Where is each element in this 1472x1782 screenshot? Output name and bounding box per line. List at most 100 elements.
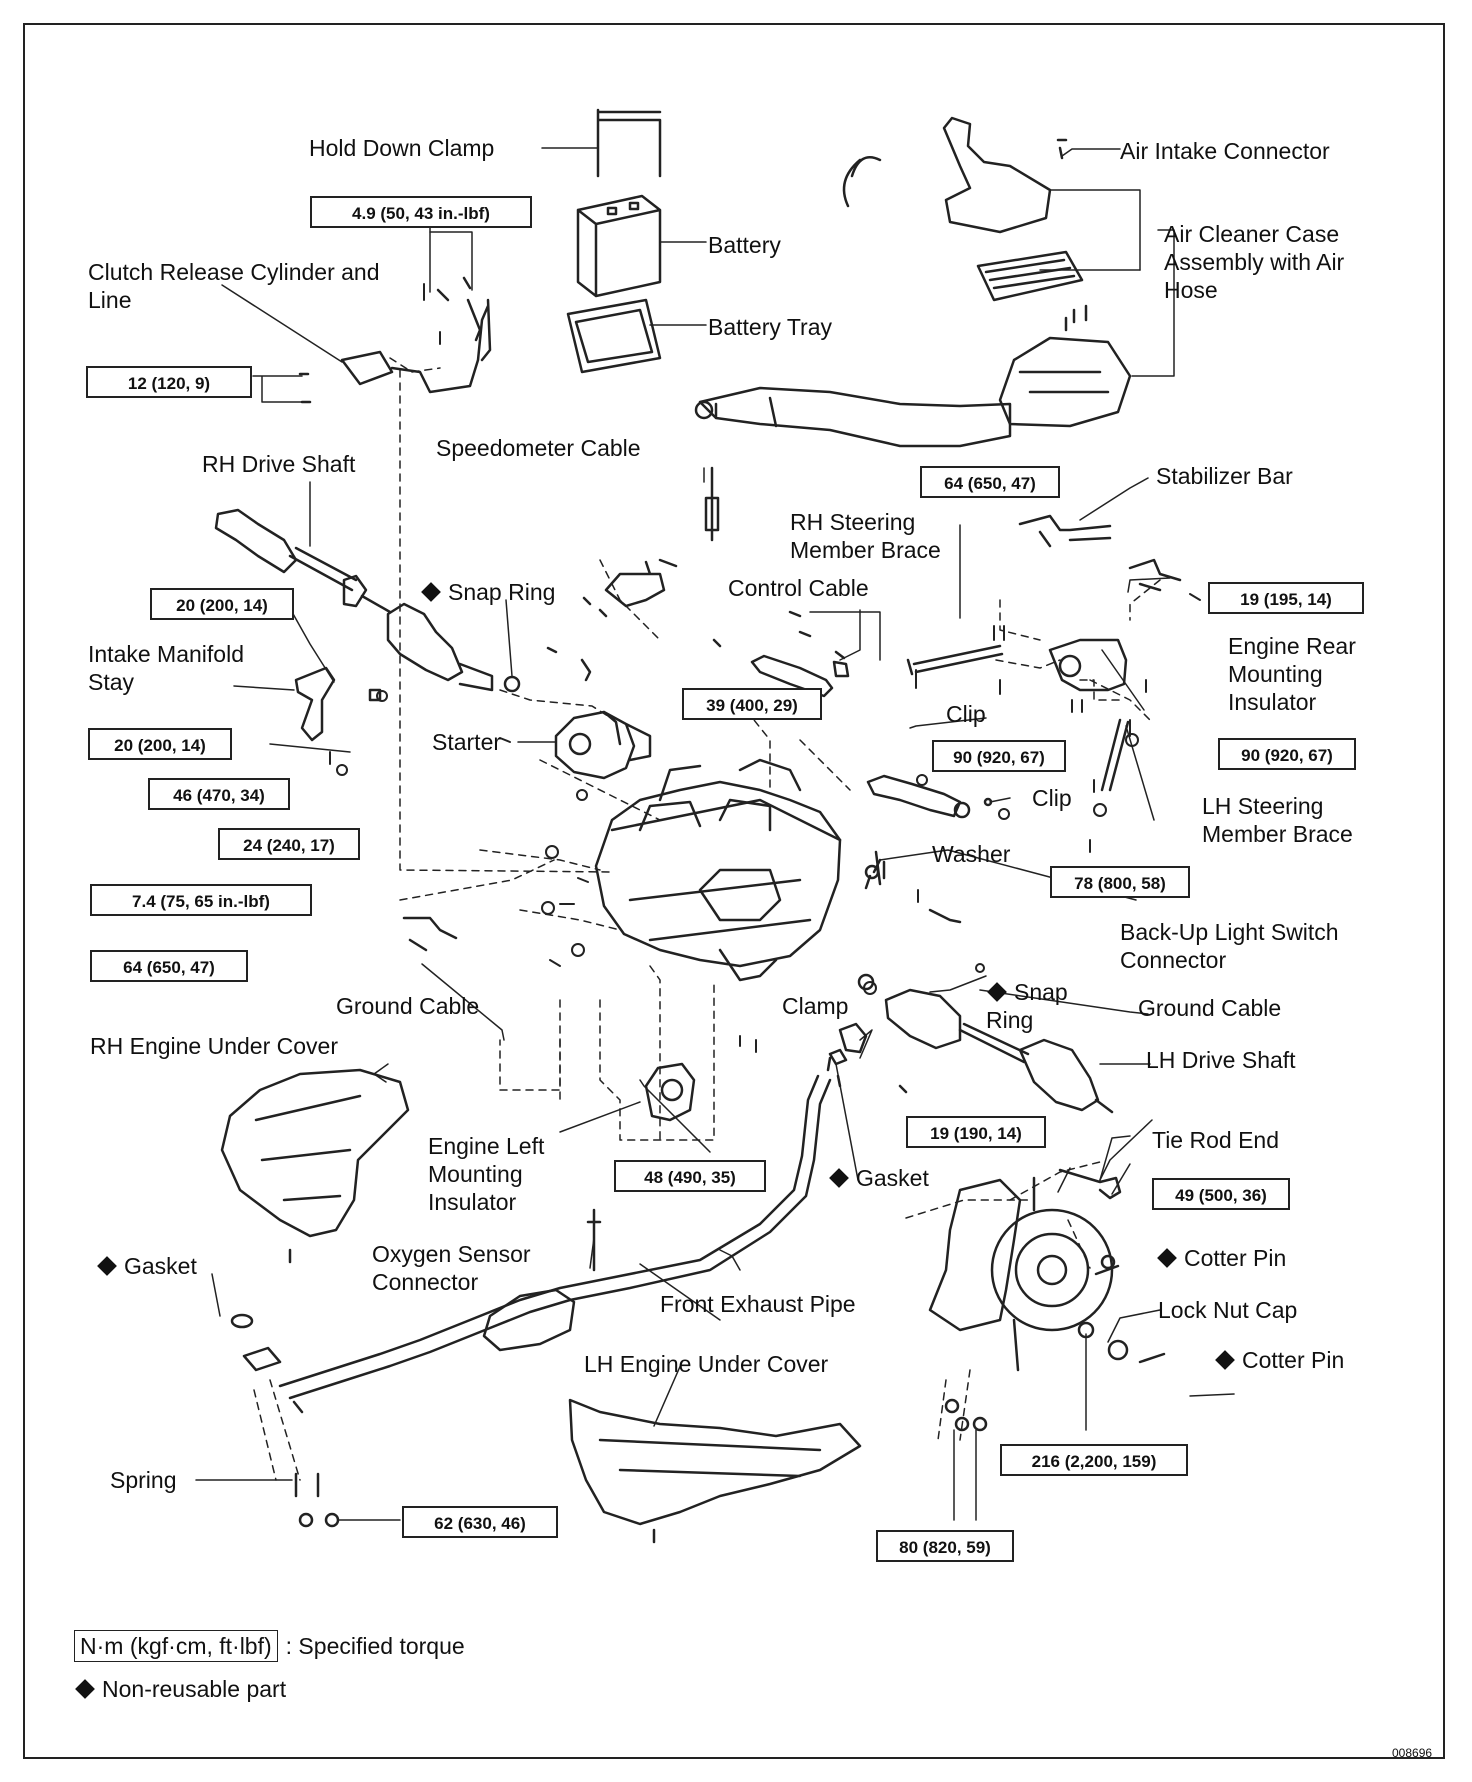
- torque-box-9: 90 (920, 67): [1218, 738, 1356, 770]
- battery-part: [576, 194, 662, 298]
- label-backup-light-switch-connector: Back-Up Light Switch Connector: [1120, 919, 1339, 973]
- torque-box-11: 24 (240, 17): [218, 828, 360, 860]
- engine-left-mounting-insulator-part: [644, 1062, 696, 1122]
- legend-torque-desc: : Specified torque: [285, 1633, 465, 1659]
- torque-box-7: 20 (200, 14): [88, 728, 232, 760]
- gasket-part: [828, 1048, 848, 1066]
- label-lh-steering-member-brace: LH Steering Member Brace: [1202, 793, 1353, 847]
- label-hold-down-clamp: Hold Down Clamp: [309, 135, 495, 161]
- torque-box-8: 90 (920, 67): [932, 740, 1066, 772]
- label-cotter-pin-upper: Cotter Pin: [1156, 1244, 1286, 1272]
- backup-light-switch-part: [874, 850, 886, 886]
- label-lh-drive-shaft: LH Drive Shaft: [1146, 1047, 1296, 1073]
- nonreusable-icon: [987, 982, 1007, 1002]
- speedometer-cable-part: [704, 466, 720, 542]
- torque-box-1: 4.9 (50, 43 in.-lbf): [310, 196, 532, 228]
- nonreusable-icon: [829, 1168, 849, 1188]
- lh-steering-member-brace-part: [1100, 718, 1130, 792]
- nonreusable-icon: [75, 1679, 95, 1699]
- legend-nonreusable: Non-reusable part: [74, 1674, 286, 1704]
- lh-engine-under-cover-part: [568, 1398, 862, 1544]
- tie-rod-end-part: [1058, 1168, 1122, 1200]
- label-intake-manifold-stay: Intake Manifold Stay: [88, 641, 244, 695]
- snap-ring-upper-text: Snap Ring: [448, 579, 556, 605]
- label-speedometer-cable: Speedometer Cable: [436, 435, 641, 461]
- label-engine-rear-mounting-insulator: Engine Rear Mounting Insulator: [1228, 633, 1356, 715]
- label-tie-rod-end: Tie Rod End: [1152, 1127, 1279, 1153]
- leader-lines: [195, 147, 1235, 1521]
- torque-box-20: 80 (820, 59): [876, 1530, 1014, 1562]
- label-gasket-middle: Gasket: [828, 1164, 929, 1192]
- battery-tray-part: [566, 298, 662, 374]
- torque-box-17: 49 (500, 36): [1152, 1178, 1290, 1210]
- torque-box-6: 39 (400, 29): [682, 688, 822, 720]
- intake-manifold-stay-part: [294, 666, 382, 742]
- torque-box-4: 19 (195, 14): [1208, 582, 1364, 614]
- torque-box-3: 64 (650, 47): [920, 466, 1060, 498]
- label-rh-steering-member-brace: RH Steering Member Brace: [790, 509, 941, 563]
- label-spring: Spring: [110, 1467, 177, 1493]
- label-air-cleaner-case: Air Cleaner Case Assembly with Air Hose: [1164, 221, 1345, 303]
- figure-code: 008696: [1392, 1746, 1433, 1760]
- label-snap-ring-upper: Snap Ring: [420, 578, 555, 606]
- nonreusable-icon: [1215, 1350, 1235, 1370]
- label-lh-engine-under-cover: LH Engine Under Cover: [584, 1351, 829, 1377]
- cotter-pin-upper-text: Cotter Pin: [1184, 1245, 1287, 1271]
- legend-torque: N·m (kgf·cm, ft·lbf) : Specified torque: [74, 1630, 465, 1662]
- nonreusable-icon: [97, 1256, 117, 1276]
- label-washer: Washer: [932, 841, 1011, 867]
- front-exhaust-pipe-part: [278, 1056, 842, 1400]
- rh-steering-member-brace-part: [906, 644, 1004, 676]
- air-cleaner-part: [694, 116, 1132, 448]
- steering-knuckle-part: [928, 1176, 1114, 1372]
- label-front-exhaust-pipe: Front Exhaust Pipe: [660, 1291, 856, 1317]
- label-engine-left-mounting-insulator: Engine Left Mounting Insulator: [428, 1133, 545, 1215]
- transaxle-part: [594, 758, 842, 982]
- gasket-left-part: [230, 1313, 254, 1329]
- knuckle-bolt-parts: [944, 1398, 988, 1432]
- nonreusable-icon: [1157, 1248, 1177, 1268]
- snap-ring-lower-text: Snap Ring: [986, 979, 1068, 1033]
- gasket-left-text: Gasket: [124, 1253, 197, 1279]
- torque-box-16: 48 (490, 35): [614, 1160, 766, 1192]
- cotter-pin-parts: [1077, 1254, 1166, 1364]
- bolt-fasteners: [329, 283, 1201, 1053]
- lh-drive-shaft-part: [857, 973, 1114, 1114]
- hold-down-clamp-part: [596, 108, 662, 178]
- control-cable-part: [866, 774, 993, 819]
- legend-torque-box: N·m (kgf·cm, ft·lbf): [74, 1630, 278, 1662]
- label-stabilizer-bar: Stabilizer Bar: [1156, 463, 1293, 489]
- label-control-cable: Control Cable: [728, 575, 869, 601]
- label-air-intake-connector: Air Intake Connector: [1120, 138, 1330, 164]
- bracket-parts: [546, 558, 850, 698]
- label-oxygen-sensor-connector: Oxygen Sensor Connector: [372, 1241, 531, 1295]
- spring-part: [242, 1346, 340, 1528]
- gasket-middle-text: Gasket: [856, 1165, 929, 1191]
- legend-nonreusable-text: Non-reusable part: [102, 1676, 287, 1702]
- clutch-release-cylinder-part: [298, 276, 492, 404]
- torque-box-18: 216 (2,200, 159): [1000, 1444, 1188, 1476]
- label-lock-nut-cap: Lock Nut Cap: [1158, 1297, 1298, 1323]
- label-gasket-left: Gasket: [96, 1252, 197, 1280]
- label-battery-tray: Battery Tray: [708, 314, 832, 340]
- nonreusable-icon: [421, 582, 441, 602]
- label-clip-lower: Clip: [1032, 785, 1072, 811]
- stabilizer-bar-part: [1018, 514, 1182, 592]
- clamp-part: [838, 1022, 908, 1094]
- torque-box-12: 78 (800, 58): [1050, 866, 1190, 898]
- torque-box-5: 20 (200, 14): [150, 588, 294, 620]
- diagram-frame: [23, 23, 1445, 1759]
- rh-drive-shaft-part: [214, 508, 494, 692]
- label-ground-cable-left: Ground Cable: [336, 993, 480, 1019]
- torque-box-10: 46 (470, 34): [148, 778, 290, 810]
- engine-rear-mounting-insulator-part: [1048, 638, 1128, 692]
- starter-part: [554, 710, 652, 780]
- torque-box-14: 64 (650, 47): [90, 950, 248, 982]
- label-battery: Battery: [708, 232, 781, 258]
- torque-box-19: 62 (630, 46): [402, 1506, 558, 1538]
- torque-box-2: 12 (120, 9): [86, 366, 252, 398]
- snap-ring-part: [503, 675, 521, 693]
- torque-box-15: 19 (190, 14): [906, 1116, 1046, 1148]
- torque-box-13: 7.4 (75, 65 in.-lbf): [90, 884, 312, 916]
